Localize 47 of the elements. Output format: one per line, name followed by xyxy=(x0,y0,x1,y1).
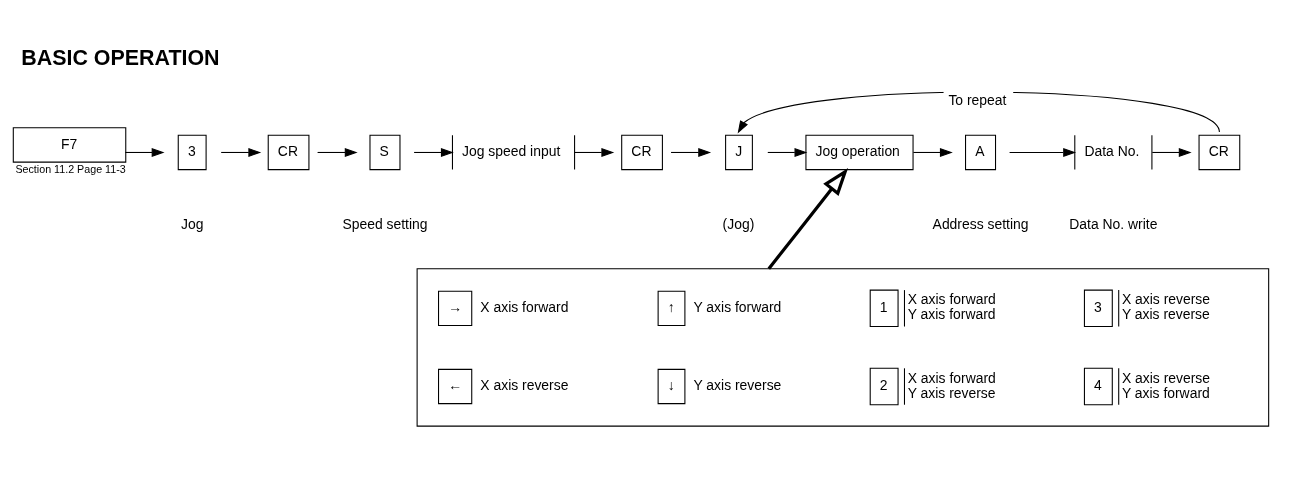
arrow xyxy=(574,147,615,157)
node-text: Data No. xyxy=(1084,143,1140,160)
arrow xyxy=(220,147,262,157)
node-label: X axis reverse xyxy=(1121,369,1211,386)
arrow xyxy=(1151,147,1192,157)
arrow xyxy=(912,147,953,157)
node-box: ↓ xyxy=(657,368,686,405)
node-label: Y axis forward xyxy=(907,306,996,323)
node-box: F7 xyxy=(12,127,127,163)
node-label: X axis forward xyxy=(907,291,996,308)
node-label: X axis forward xyxy=(480,298,569,315)
node-box: CR xyxy=(621,134,663,171)
edge-label: To repeat xyxy=(948,92,1007,109)
node-box: J xyxy=(725,134,753,171)
node-box: CR xyxy=(267,134,310,171)
node-box: ↑ xyxy=(657,290,686,326)
node-box: S xyxy=(369,134,401,171)
node-box: Jog operation xyxy=(805,134,914,171)
node-text: Jog speed input xyxy=(462,143,561,160)
cluster xyxy=(416,268,1270,427)
node-label: X axis reverse xyxy=(1121,291,1211,308)
node-label: Y axis reverse xyxy=(907,384,996,401)
node-label: Y axis reverse xyxy=(693,377,782,394)
node-label: Y axis forward xyxy=(693,298,782,315)
node-label: Y axis forward xyxy=(1121,384,1210,401)
arrow xyxy=(767,167,849,270)
diagram-title: BASIC OPERATION xyxy=(21,45,220,70)
arrow xyxy=(767,147,808,157)
node-label: X axis reverse xyxy=(480,377,569,394)
arrow xyxy=(124,147,165,157)
node-label: X axis forward xyxy=(907,369,996,386)
label: Jog xyxy=(180,216,204,233)
node-box: CR xyxy=(1198,134,1241,171)
label: Address setting xyxy=(932,216,1029,233)
arrow xyxy=(317,147,358,157)
label: Data No. write xyxy=(1069,216,1158,233)
label: (Jog) xyxy=(722,216,755,233)
node-box: 3 xyxy=(177,134,207,171)
node-box: ← xyxy=(438,368,473,405)
label: Speed setting xyxy=(342,216,428,233)
node-label: Y axis reverse xyxy=(1121,306,1210,323)
node-box: → xyxy=(438,290,473,326)
arrow xyxy=(670,147,712,157)
node-box: A xyxy=(965,134,997,171)
arrow xyxy=(413,147,454,157)
node-label: Section 11.2 Page 11-3 xyxy=(15,162,126,175)
arrow xyxy=(1009,147,1077,157)
